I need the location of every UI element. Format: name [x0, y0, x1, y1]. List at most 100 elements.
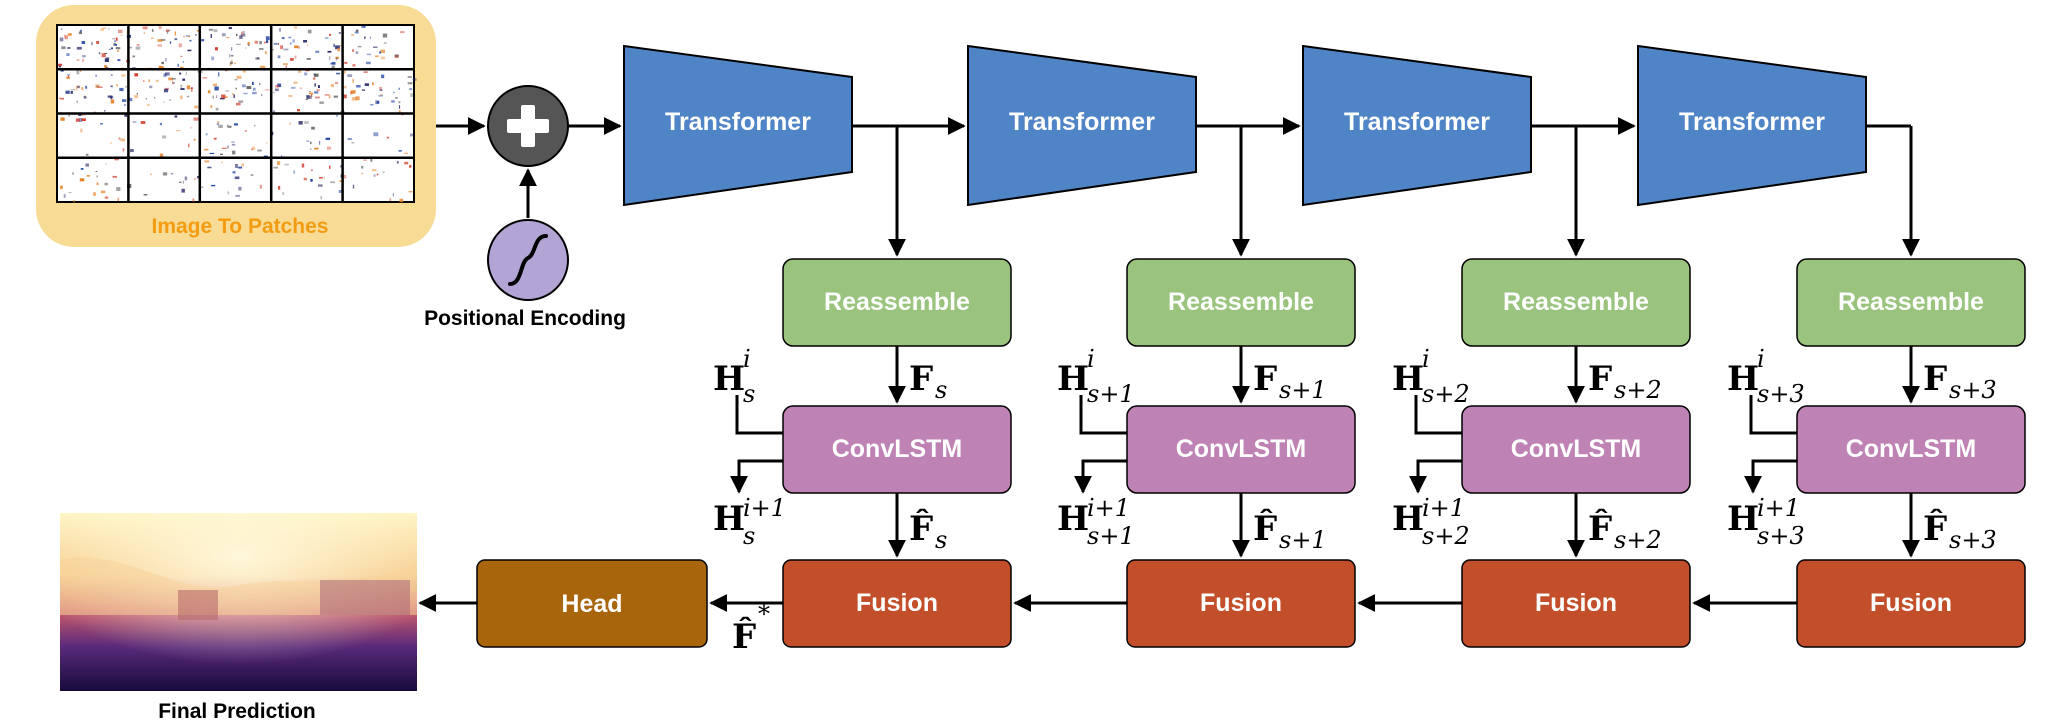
reassemble-block: Reassemble [1461, 258, 1691, 347]
fused-feature-main: F̂ [1588, 508, 1612, 549]
fused-feature-sub: s+3 [1949, 526, 1997, 554]
hidden-state-in-label: His+1 [1057, 345, 1135, 408]
fstar-sup: * [758, 600, 770, 628]
fused-feature-label: F̂s [909, 508, 947, 554]
fusion-block: Fusion [1126, 559, 1356, 648]
fusion-block: Fusion [782, 559, 1012, 648]
transformer-label: Transformer [1009, 108, 1155, 136]
feature-main: F [1253, 359, 1277, 399]
transformer-block: Transformer [1637, 44, 1867, 207]
hidden-in-sup: i [743, 345, 751, 373]
fused-feature-sub: s [935, 526, 947, 554]
hidden-state-out-label: Hi+1s+2 [1392, 494, 1470, 550]
hidden-state-in-label: Hi s+3 [1727, 345, 1805, 408]
convlstm-block: ConvLSTM [1461, 405, 1691, 494]
hidden-state-in-label: His [713, 345, 755, 408]
fusion-block: Fusion [1461, 559, 1691, 648]
positional-encoding-label: Positional Encoding [424, 307, 626, 330]
convlstm-label: ConvLSTM [1846, 435, 1977, 463]
convlstm-block: ConvLSTM [782, 405, 1012, 494]
feature-main: F [1588, 359, 1612, 399]
transformer-block: Transformer [967, 44, 1197, 207]
hidden-out-main: H [1392, 499, 1424, 539]
head-label: Head [561, 590, 622, 618]
transformer-block: Transformer [1302, 44, 1532, 207]
transformer-label: Transformer [665, 108, 811, 136]
hidden-in-sub: s [743, 380, 755, 408]
patch-grid [57, 25, 414, 202]
feature-main: F [1923, 359, 1947, 399]
fusion-label: Fusion [1870, 589, 1952, 617]
reassemble-label: Reassemble [1168, 288, 1314, 316]
head-block: Head [476, 559, 708, 648]
hidden-out-sup: i+1 [1422, 494, 1465, 522]
fusion-label: Fusion [856, 589, 938, 617]
hidden-state-out-label: Hi+1s [713, 494, 786, 550]
hidden-in-sup: i [1422, 345, 1430, 373]
hidden-out-sub: s [743, 522, 755, 550]
reassemble-block: Reassemble [1126, 258, 1356, 347]
patch-image-texture [58, 26, 417, 203]
fused-feature-main: F̂ [1923, 508, 1947, 549]
fused-feature-main: F̂ [1253, 508, 1277, 549]
convlstm-block: ConvLSTM [1796, 405, 2026, 494]
positional-encoding: Positional Encoding [424, 219, 626, 330]
fused-feature-label: F̂s+1 [1253, 508, 1327, 554]
reassemble-block: Reassemble [1796, 258, 2026, 347]
hidden-out-sub: s+3 [1757, 522, 1805, 550]
hidden-in-main: H [713, 359, 745, 399]
hidden-out-sub: s+2 [1422, 522, 1470, 550]
convlstm-label: ConvLSTM [832, 435, 963, 463]
final-prediction: Final Prediction [60, 513, 417, 722]
patches-label: Image To Patches [151, 215, 328, 238]
hidden-state-out-label: Hi+1s+1 [1057, 494, 1135, 550]
hidden-out-main: H [1057, 499, 1089, 539]
feature-sub: s+3 [1949, 376, 1997, 404]
fusion-label: Fusion [1535, 589, 1617, 617]
hidden-out-main: H [713, 499, 745, 539]
hidden-in-sup: i [1087, 345, 1095, 373]
hidden-in-sup: i [1757, 345, 1765, 373]
transformer-label: Transformer [1679, 108, 1825, 136]
fstar-main: F̂ [732, 616, 756, 657]
hidden-in-main: H [1392, 359, 1424, 399]
hidden-out-sub: s+1 [1087, 522, 1135, 550]
feature-main: F [909, 359, 933, 399]
hidden-in-sub: s+3 [1757, 380, 1805, 408]
feature-sub: s [935, 376, 947, 404]
fstar-label: F̂ * [732, 600, 770, 657]
hidden-in-main: H [1727, 359, 1759, 399]
fused-feature-sub: s+2 [1614, 526, 1662, 554]
hidden-state-in-label: Hi s+2 [1392, 345, 1470, 408]
hidden-in-sub: s+1 [1087, 380, 1135, 408]
add-node [487, 85, 569, 167]
hidden-state-out-label: Hi+1s+3 [1727, 494, 1805, 550]
feature-sub: s+1 [1279, 376, 1327, 404]
hidden-out-sup: i+1 [1087, 494, 1130, 522]
plus-icon [507, 105, 549, 147]
hidden-out-main: H [1727, 499, 1759, 539]
convlstm-label: ConvLSTM [1176, 435, 1307, 463]
transformer-label: Transformer [1344, 108, 1490, 136]
final-prediction-label: Final Prediction [158, 700, 316, 722]
fused-feature-label: F̂s+2 [1588, 508, 1662, 554]
convlstm-label: ConvLSTM [1511, 435, 1642, 463]
transformer-block: Transformer [623, 44, 853, 207]
fused-feature-sub: s+1 [1279, 526, 1327, 554]
reassemble-label: Reassemble [1503, 288, 1649, 316]
fused-feature-label: F̂s+3 [1923, 508, 1997, 554]
hidden-out-sup: i+1 [743, 494, 786, 522]
hidden-in-sub: s+2 [1422, 380, 1470, 408]
fused-feature-main: F̂ [909, 508, 933, 549]
fusion-block: Fusion [1796, 559, 2026, 648]
reassemble-label: Reassemble [824, 288, 970, 316]
sigmoid-icon [508, 234, 548, 286]
reassemble-label: Reassemble [1838, 288, 1984, 316]
